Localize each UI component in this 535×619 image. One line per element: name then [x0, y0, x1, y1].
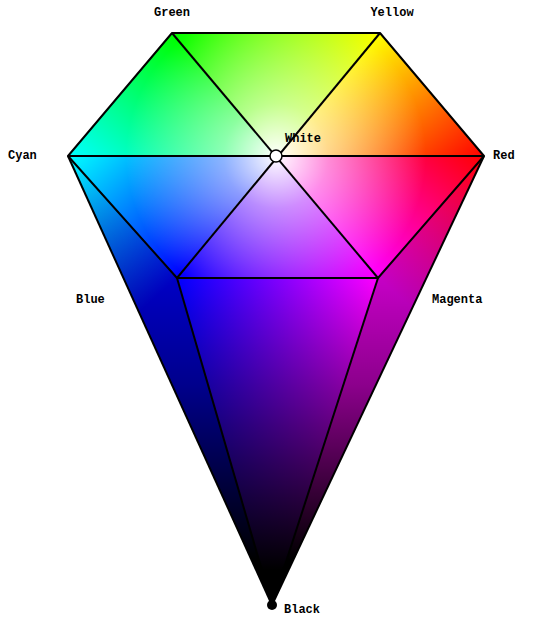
cone-edge: [68, 156, 272, 605]
white-glow: [68, 33, 484, 278]
black-point: [267, 600, 277, 610]
cone-edge: [272, 156, 484, 605]
color-label: Blue: [76, 293, 105, 307]
color-label: White: [285, 132, 321, 146]
cone-edge: [272, 278, 378, 605]
axis-line: [172, 33, 378, 278]
color-label: Black: [284, 603, 320, 617]
white-point: [270, 150, 282, 162]
color-label: Cyan: [8, 149, 37, 163]
cone-edge: [177, 278, 272, 605]
color-label: Magenta: [432, 293, 482, 307]
hexagon-outline: [68, 33, 484, 278]
axis-line: [177, 33, 380, 278]
color-label: Red: [493, 149, 515, 163]
color-label: Green: [154, 6, 190, 20]
hexagon-top: [68, 33, 484, 278]
wireframe: [68, 33, 484, 605]
color-label: Yellow: [370, 6, 413, 20]
